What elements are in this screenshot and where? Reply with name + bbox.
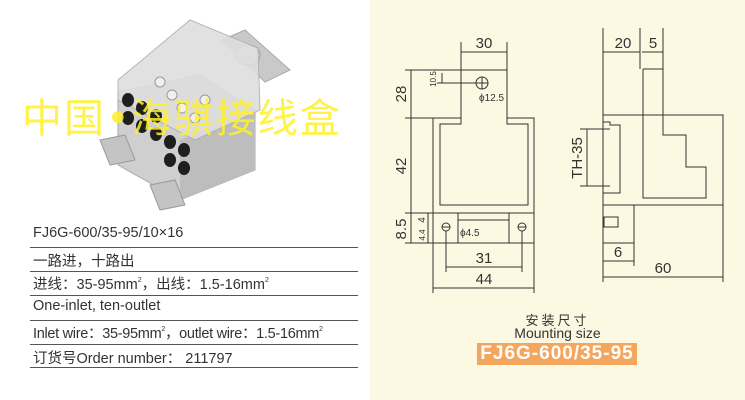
dim-foot-b: 4.4: [418, 229, 427, 241]
watermark-text: 中国•海骐接线盒: [22, 96, 342, 142]
dim-side-w2: 5: [649, 35, 657, 52]
spec-order-number: 订货号Order number： 211797: [33, 351, 233, 367]
inlet-text: 进线：35-95mm: [33, 277, 138, 293]
dim-foot-hole: ϕ4.5: [460, 228, 480, 239]
dim-body-height: 42: [393, 158, 410, 175]
dim-hole-offset: 10.5: [429, 71, 438, 87]
outlet-text: ，出线：1.5-16mm: [141, 277, 265, 293]
dim-foot-height: 8.5: [393, 219, 410, 240]
divider: [30, 295, 358, 296]
inlet-text: Inlet wire：35-95mm: [33, 326, 162, 342]
divider: [30, 247, 358, 248]
superscript: 2: [161, 326, 165, 333]
divider: [30, 367, 358, 368]
spec-en-wire: Inlet wire：35-95mm2，outlet wire：1.5-16mm…: [33, 322, 358, 343]
dim-width: 44: [476, 271, 493, 288]
superscript: 2: [264, 277, 269, 284]
dim-screw: 6: [614, 244, 622, 261]
dim-hole-dia: ϕ12.5: [479, 93, 505, 104]
dim-foot-a: 4: [417, 217, 428, 223]
spec-cn-wire: 进线：35-95mm2，出线：1.5-16mm2: [33, 273, 358, 294]
model-label: FJ6G-600/35-95: [477, 343, 637, 365]
caption-cn: 安装尺寸: [525, 313, 590, 328]
divider: [30, 271, 358, 272]
divider: [30, 320, 358, 321]
spec-model: FJ6G-600/35-95/10×16: [33, 225, 184, 241]
dim-rail: TH-35: [569, 137, 586, 179]
spec-en-config: One-inlet, ten-outlet: [33, 298, 161, 314]
superscript: 2: [319, 326, 323, 333]
product-panel: 中国•海骐接线盒 FJ6G-600/35-95/10×16 一路进，十路出 进线…: [0, 0, 370, 400]
dim-top-height: 28: [393, 86, 410, 103]
dim-depth: 60: [655, 260, 672, 277]
divider: [30, 344, 358, 345]
dimension-drawing: 30 28 42 8.5 31 44 20 5 TH-35 6 60 10.5 …: [393, 28, 724, 293]
caption-en: Mounting size: [514, 325, 601, 341]
outlet-text: ，outlet wire：1.5-16mm: [164, 326, 320, 342]
dim-top-width: 30: [476, 35, 493, 52]
dim-side-w1: 20: [615, 35, 632, 52]
product-photo: [99, 19, 291, 211]
dim-hole-spacing: 31: [476, 250, 493, 267]
superscript: 2: [137, 277, 142, 284]
spec-cn-config: 一路进，十路出: [33, 254, 135, 270]
